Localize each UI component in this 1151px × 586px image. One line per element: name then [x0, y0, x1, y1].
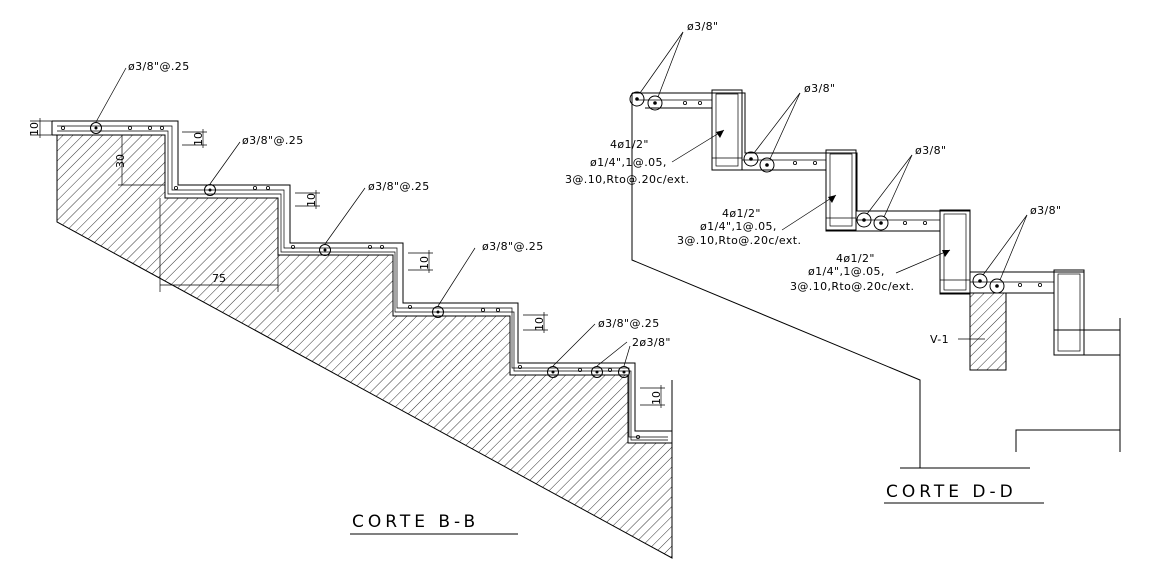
stair-inner-profile: [57, 134, 629, 443]
beam-note: 4ø1/2" ø1/4",1@.05, 3@.10,Rto@.20c/ext.: [565, 129, 725, 186]
beam-note-line3: 3@.10,Rto@.20c/ext.: [677, 234, 801, 247]
rebar-dots: [683, 101, 1043, 287]
rebar-label: ø3/8"@.25: [368, 180, 430, 193]
dimension-label: 10: [418, 256, 431, 270]
rebar-label: ø3/8"@.25: [598, 317, 660, 330]
stair-outline: [631, 93, 921, 468]
beam-note-line1: 4ø1/2": [836, 252, 875, 265]
beam-note: 4ø1/2" ø1/4",1@.05, 3@.10,Rto@.20c/ext.: [790, 249, 951, 293]
dimension-lines: [30, 118, 665, 408]
dimension-label: 10: [28, 122, 41, 136]
rebar-label: ø3/8": [804, 82, 836, 95]
beam-v1-label: V-1: [930, 333, 949, 346]
beam-note-line2: ø1/4",1@.05,: [590, 156, 667, 169]
beam-note-line1: 4ø1/2": [610, 138, 649, 151]
stair-outline: [632, 92, 1085, 355]
beam-v1: [969, 292, 1007, 371]
section-bb: ø3/8"@.25 ø3/8"@.25 ø3/8"@.25 ø3/8"@.25 …: [28, 60, 673, 559]
section-dd: V-1: [565, 20, 1121, 504]
beam-note-line1: 4ø1/2": [722, 207, 761, 220]
rebar-label: ø3/8": [687, 20, 719, 33]
hatched-fill: [56, 134, 673, 559]
rebar-label: ø3/8"@.25: [128, 60, 190, 73]
stair-outer-profile: [52, 120, 673, 443]
rebar-label: ø3/8"@.25: [242, 134, 304, 147]
dimension-label: 30: [114, 154, 127, 168]
landing-edge: [1015, 429, 1120, 452]
dimension-label: 10: [650, 391, 663, 405]
dimension-label: 10: [192, 132, 205, 146]
beam-note-line2: ø1/4",1@.05,: [808, 265, 885, 278]
section-dd-title: CORTE D-D: [886, 482, 1017, 502]
beam-note-line2: ø1/4",1@.05,: [700, 220, 777, 233]
rebar-label: ø3/8": [915, 144, 947, 157]
section-bb-title: CORTE B-B: [352, 512, 479, 532]
rebar-label-end: 2ø3/8": [632, 336, 671, 349]
rebar-label: ø3/8": [1030, 204, 1062, 217]
rebar-line: [57, 125, 668, 438]
dimension-label: 10: [533, 317, 546, 331]
beam-note: 4ø1/2" ø1/4",1@.05, 3@.10,Rto@.20c/ext.: [677, 194, 837, 247]
rebar-label: ø3/8"@.25: [482, 240, 544, 253]
beam-note-line3: 3@.10,Rto@.20c/ext.: [565, 173, 689, 186]
rebar-dots: [61, 126, 641, 439]
dimension-label: 75: [212, 272, 226, 285]
rebar-callouts: [629, 31, 1028, 294]
beam-note-line3: 3@.10,Rto@.20c/ext.: [790, 280, 914, 293]
rebar-callouts: [90, 67, 631, 378]
rebar-line: [57, 130, 668, 441]
beam-stirrups: [711, 89, 1085, 356]
dimension-label: 10: [305, 193, 318, 207]
